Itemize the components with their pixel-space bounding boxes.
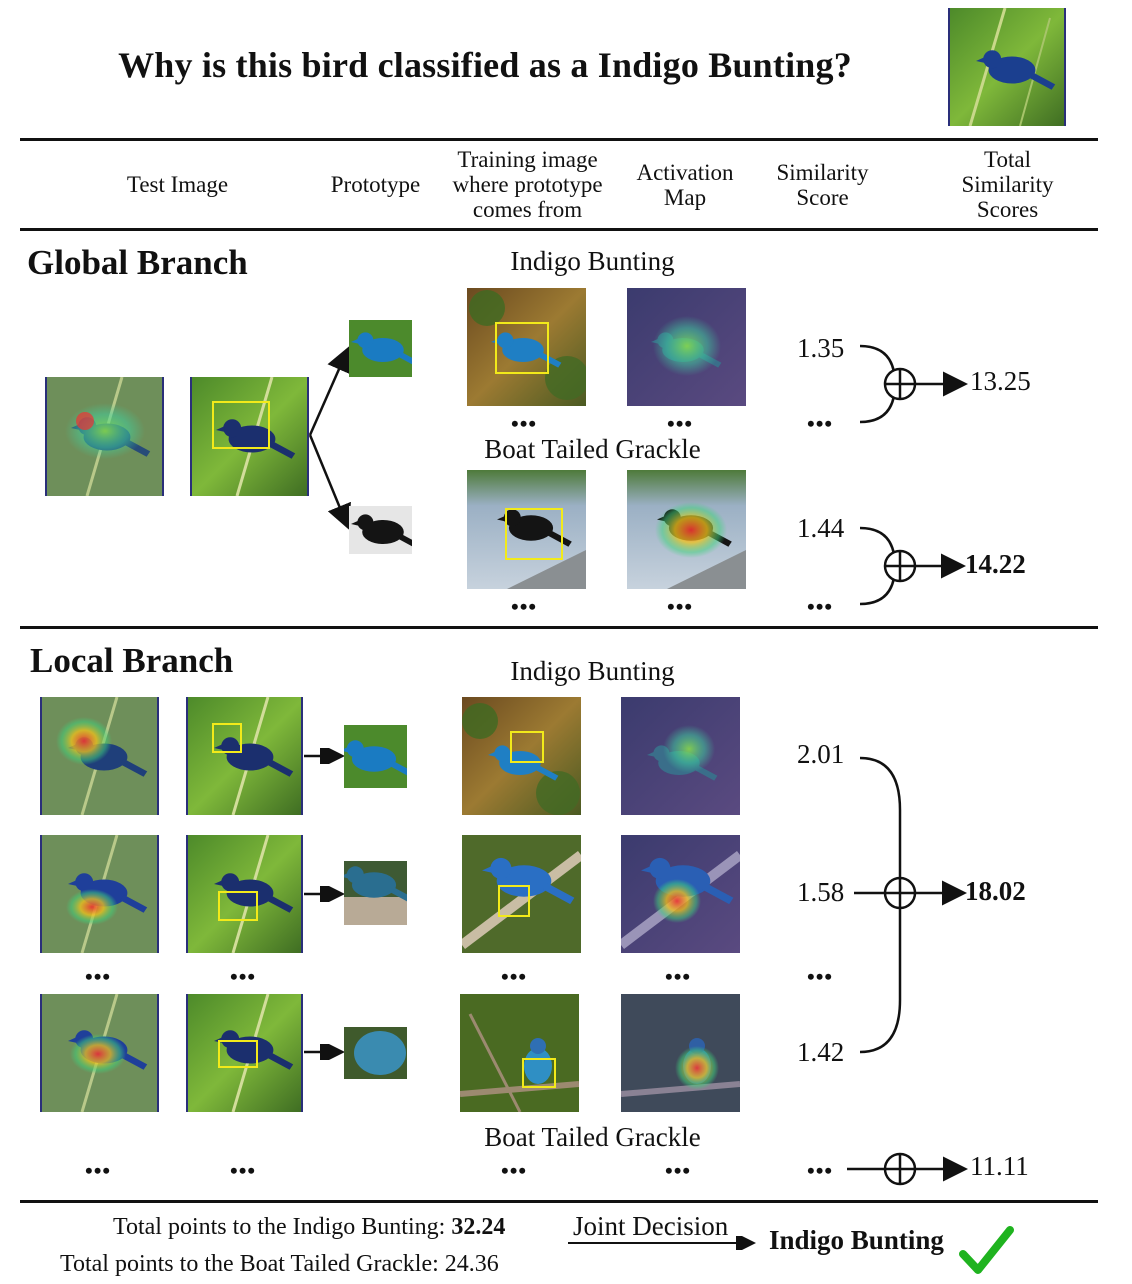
global-prototype-grackle [349, 506, 412, 554]
global-branch-arrows [308, 346, 351, 530]
global-dots-train-2: ••• [511, 594, 538, 619]
local-prototype-3 [344, 1027, 407, 1079]
local-score-2: 1.58 [797, 877, 845, 907]
local-prototype-2 [344, 861, 407, 925]
global-dots-score-2: ••• [807, 594, 834, 619]
global-prototype-bunting [349, 320, 412, 377]
local-prototype-1 [344, 725, 407, 788]
global-class2-name: Boat Tailed Grackle [484, 434, 701, 464]
header-total-scores: Total Similarity Scores [961, 147, 1054, 222]
local-branch-label: Local Branch [30, 641, 234, 680]
global-dots-act-2: ••• [667, 594, 694, 619]
check-icon [959, 1226, 1014, 1274]
global-score-grackle: 1.44 [797, 513, 845, 543]
local-test-activation-3 [40, 994, 159, 1112]
local-dots-test-1: ••• [85, 964, 112, 989]
local-training-3 [460, 994, 579, 1112]
local-dots-act-1: ••• [665, 964, 692, 989]
global-training-grackle [467, 470, 586, 589]
local-score-1: 2.01 [797, 739, 845, 769]
local-dots-train-2: ••• [501, 1158, 528, 1183]
footer-grackle-total: Total points to the Boat Tailed Grackle:… [60, 1251, 499, 1278]
global-training-bunting [467, 288, 586, 406]
local-test-image-3 [186, 994, 303, 1112]
local-activation-3 [621, 994, 740, 1112]
local-sum-grackle [847, 1152, 968, 1186]
local-dots-score-2: ••• [807, 1158, 834, 1183]
joint-decision-label: Joint Decision [573, 1211, 729, 1241]
local-activation-2 [621, 835, 740, 953]
global-test-box [212, 401, 270, 449]
header-activation-map: Activation Map [636, 160, 734, 210]
global-test-activation [45, 377, 164, 496]
local-total-bunting: 18.02 [965, 876, 1026, 906]
global-test-image [190, 377, 309, 496]
header-top-rule [20, 138, 1098, 141]
local-training-2 [462, 835, 581, 953]
global-total-bunting: 13.25 [970, 366, 1031, 396]
local-dots-box-1: ••• [230, 964, 257, 989]
local-test-box-1 [212, 723, 242, 753]
local-test-image-1 [186, 697, 303, 815]
local-training-box-2 [498, 885, 530, 917]
figure-title: Why is this bird classified as a Indigo … [118, 45, 852, 85]
local-score-3: 1.42 [797, 1037, 845, 1067]
branch-separator-rule [20, 626, 1098, 629]
local-arrow-1 [304, 748, 345, 764]
local-class2-name: Boat Tailed Grackle [484, 1122, 701, 1152]
header-test-image: Test Image [126, 172, 229, 197]
local-dots-act-2: ••• [665, 1158, 692, 1183]
local-dots-test-2: ••• [85, 1158, 112, 1183]
query-bird-thumbnail [948, 8, 1066, 126]
local-training-box-3 [522, 1058, 556, 1088]
footer-rule [20, 1200, 1098, 1203]
global-sum-grackle [859, 526, 966, 606]
local-training-1 [462, 697, 581, 815]
local-test-box-3 [218, 1040, 258, 1068]
global-class1-name: Indigo Bunting [510, 246, 675, 276]
header-prototype: Prototype [330, 172, 421, 197]
footer-indigo-label: Total points to the Indigo Bunting: [113, 1214, 452, 1240]
local-activation-1 [621, 697, 740, 815]
global-activation-grackle [627, 470, 746, 589]
local-arrow-2 [304, 886, 345, 902]
footer-grackle-points: 24.36 [444, 1251, 499, 1277]
local-dots-score-1: ••• [807, 964, 834, 989]
global-dots-train-1: ••• [511, 411, 538, 436]
local-arrow-3 [304, 1044, 345, 1060]
header-similarity-score: Similarity Score [776, 160, 869, 210]
global-training-bunting-box [495, 322, 549, 374]
global-activation-bunting [627, 288, 746, 406]
query-bird-image [950, 8, 1064, 126]
global-training-grackle-box [505, 508, 563, 560]
header-training-image: Training image where prototype comes fro… [452, 147, 603, 222]
global-dots-score-1: ••• [807, 411, 834, 436]
footer-grackle-label: Total points to the Boat Tailed Grackle: [60, 1251, 445, 1277]
local-dots-train-1: ••• [501, 964, 528, 989]
local-test-box-2 [218, 891, 258, 921]
local-class1-name: Indigo Bunting [510, 656, 675, 686]
local-total-grackle: 11.11 [970, 1151, 1029, 1181]
global-score-bunting: 1.35 [797, 333, 845, 363]
global-branch-label: Global Branch [27, 243, 248, 282]
footer-indigo-total: Total points to the Indigo Bunting: 32.2… [113, 1214, 505, 1241]
global-total-grackle: 14.22 [965, 549, 1026, 579]
local-test-activation-1 [40, 697, 159, 815]
local-test-activation-2 [40, 835, 159, 953]
local-test-image-2 [186, 835, 303, 953]
global-sum-bunting [859, 344, 968, 424]
footer-indigo-points: 32.24 [451, 1214, 506, 1240]
local-training-box-1 [510, 731, 544, 763]
joint-decision-arrow [568, 1236, 756, 1250]
global-dots-act-1: ••• [667, 411, 694, 436]
local-dots-box-2: ••• [230, 1158, 257, 1183]
header-bottom-rule [20, 228, 1098, 231]
decision-result: Indigo Bunting [769, 1225, 944, 1255]
local-sum-bunting [854, 756, 967, 1054]
